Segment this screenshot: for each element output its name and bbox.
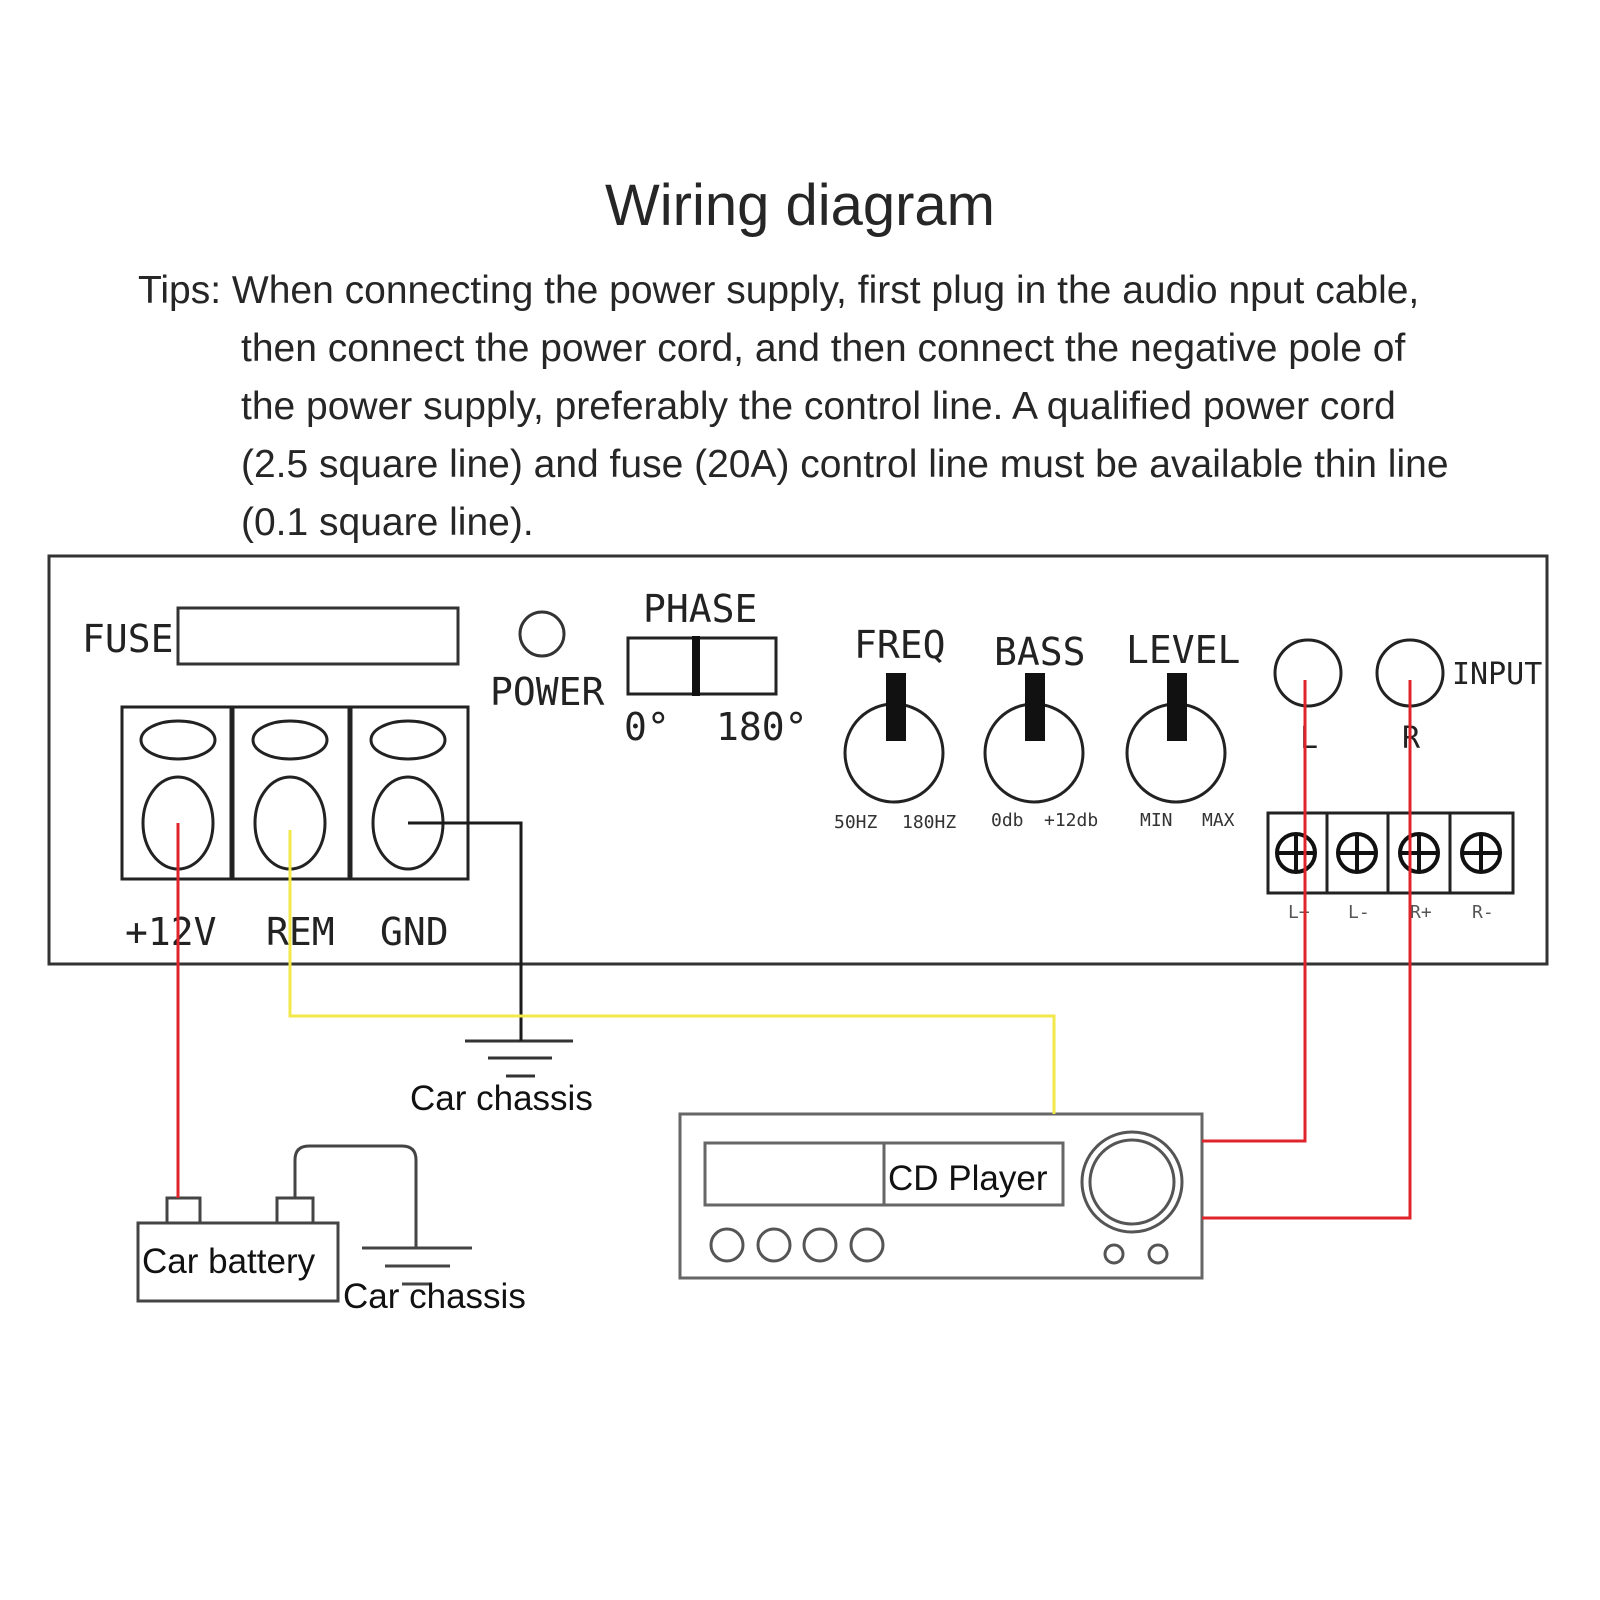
ground-symbol-1 (465, 1039, 573, 1078)
speaker-screw-r-minus-icon[interactable] (1460, 832, 1502, 874)
tips-line-4: (2.5 square line) and fuse (20A) control… (241, 443, 1449, 486)
input-l-jack[interactable] (1273, 638, 1343, 708)
amplifier-panel (47, 554, 1549, 966)
cd-button-1[interactable] (709, 1227, 745, 1263)
bass-max-label: +12db (1044, 810, 1098, 831)
level-max-label: MAX (1202, 810, 1235, 831)
phase-180-label: 180° (716, 705, 808, 749)
car-battery (136, 1221, 340, 1303)
speaker-r-minus-label: R- (1472, 902, 1494, 923)
freq-max-label: 180HZ (902, 812, 956, 833)
speaker-r-plus-label: R+ (1410, 902, 1432, 923)
speaker-screw-l-minus-icon[interactable] (1336, 832, 1378, 874)
level-label: LEVEL (1126, 628, 1240, 672)
cd-volume-knob-inner (1088, 1138, 1176, 1226)
tips-line-2: then connect the power cord, and then co… (241, 327, 1406, 370)
power-terminal-block (120, 705, 470, 881)
tips-line-1: Tips: When connecting the power supply, … (138, 269, 1420, 312)
car-chassis-label-2: Car chassis (343, 1277, 526, 1316)
car-battery-label: Car battery (142, 1242, 316, 1281)
bass-label: BASS (994, 630, 1086, 674)
phase-0-label: 0° (624, 705, 670, 749)
cd-button-4[interactable] (849, 1227, 885, 1263)
signal-wire-left (1202, 680, 1307, 1143)
level-min-label: MIN (1140, 810, 1173, 831)
tips-line-5: (0.1 square line). (241, 501, 534, 544)
ground-wire (408, 821, 523, 1041)
freq-label: FREQ (854, 623, 946, 667)
cd-button-3[interactable] (802, 1227, 838, 1263)
speaker-l-plus-label: L+ (1288, 902, 1310, 923)
cd-button-2[interactable] (756, 1227, 792, 1263)
fuse-label: FUSE (82, 617, 174, 661)
remote-wire (288, 830, 1056, 1114)
terminal-rem-label: REM (266, 910, 335, 954)
bass-knob-pointer (1025, 673, 1045, 741)
cd-volume-knob[interactable] (1080, 1130, 1184, 1234)
speaker-screw-r-plus-icon[interactable] (1398, 832, 1440, 874)
tips-block: Tips: When connecting the power supply, … (138, 262, 1558, 552)
power-label: POWER (490, 670, 605, 714)
diagram-title: Wiring diagram (605, 173, 995, 238)
phase-switch[interactable] (626, 636, 778, 696)
freq-knob-pointer (886, 673, 906, 741)
battery-ground-wire (293, 1144, 418, 1248)
freq-min-label: 50HZ (834, 812, 878, 833)
cd-player-label: CD Player (888, 1159, 1048, 1198)
car-chassis-label-1: Car chassis (410, 1079, 593, 1118)
terminal-12v-label: +12V (125, 910, 217, 954)
power-led-icon (518, 610, 566, 658)
input-label: INPUT (1452, 657, 1542, 692)
fuse-slot (176, 606, 460, 666)
cd-small-button-2[interactable] (1147, 1243, 1169, 1265)
battery-terminal-right (275, 1196, 315, 1225)
cd-small-button-1[interactable] (1103, 1243, 1125, 1265)
terminal-gnd[interactable] (369, 719, 447, 871)
ground-symbol-2 (362, 1246, 472, 1286)
cd-player (678, 1112, 1204, 1280)
level-knob-pointer (1167, 673, 1187, 741)
speaker-output-block (1266, 811, 1515, 895)
speaker-l-minus-label: L- (1348, 902, 1370, 923)
terminal-gnd-label: GND (380, 910, 449, 954)
bass-min-label: 0db (991, 810, 1024, 831)
speaker-screw-l-plus-icon[interactable] (1275, 832, 1317, 874)
signal-wire-right (1202, 680, 1412, 1220)
battery-terminal-left (165, 1196, 202, 1225)
tips-prefix: Tips: (138, 269, 222, 312)
tips-line-3: the power supply, preferably the control… (241, 385, 1396, 428)
phase-label: PHASE (643, 587, 757, 631)
input-l-label: L (1300, 721, 1318, 756)
